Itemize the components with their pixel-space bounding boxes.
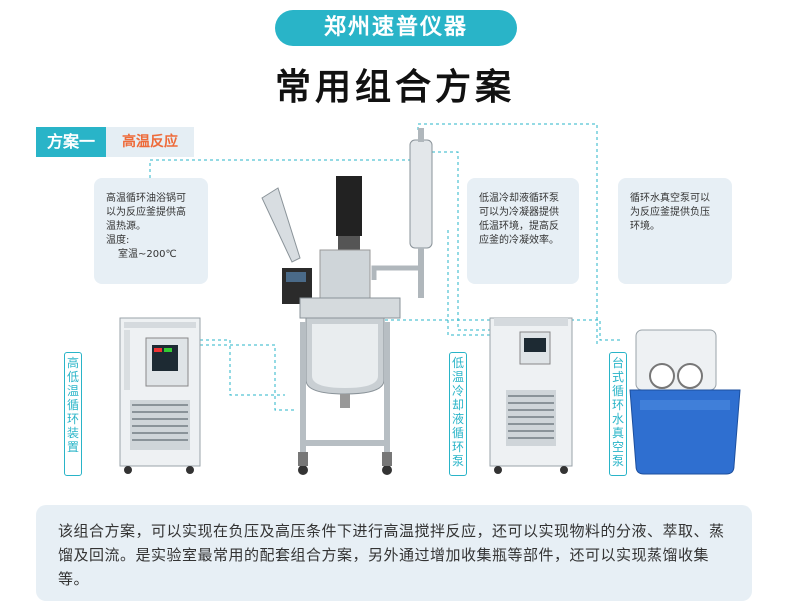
info-line: 循环水真空泵可以 <box>630 193 710 204</box>
brand-pill: 郑州速普仪器 <box>275 10 517 46</box>
label-char: 低 <box>66 370 79 384</box>
connector-line <box>447 230 492 336</box>
info-line: 环境。 <box>630 221 660 232</box>
label-char: 水 <box>611 412 624 426</box>
label-char: 泵 <box>611 454 624 468</box>
cooling-pump-device <box>489 317 573 474</box>
label-char: 环 <box>451 440 464 454</box>
info-line: 温度: <box>106 235 130 246</box>
label-char: 置 <box>66 440 79 454</box>
label-char: 循 <box>66 398 79 412</box>
scheme-tab[interactable]: 方案一 <box>36 127 106 157</box>
label-char: 空 <box>611 440 624 454</box>
label-vacuum-pump: 台 式 循 环 水 真 空 泵 <box>609 352 627 476</box>
info-box-circulator: 高温循环油浴锅可 以为反应釜提供高 温热源。 温度: 室温~200℃ <box>94 178 208 284</box>
label-char: 环 <box>611 398 624 412</box>
label-char: 低 <box>451 356 464 370</box>
connector-line <box>149 159 410 178</box>
vacuum-pump-device <box>629 329 741 475</box>
connector-line <box>200 344 295 411</box>
info-box-cooling-pump: 低温冷却液循环泵 可以为冷凝器提供 低温环境，提高反 应釜的冷凝效率。 <box>467 178 579 284</box>
label-char: 温 <box>451 370 464 384</box>
page-title: 常用组合方案 <box>274 67 515 108</box>
label-char: 高 <box>66 356 79 370</box>
info-box-vacuum-pump: 循环水真空泵可以 为反应釜提供负压 环境。 <box>618 178 732 284</box>
label-char: 式 <box>611 370 624 384</box>
label-char: 温 <box>66 384 79 398</box>
label-char: 液 <box>451 412 464 426</box>
info-line: 温热源。 <box>106 221 146 232</box>
description-box: 该组合方案，可以实现在负压及高压条件下进行高温搅拌反应，还可以实现物料的分液、萃… <box>36 505 752 601</box>
connector-line <box>200 339 285 396</box>
scheme-subtitle: 高温反应 <box>106 127 194 157</box>
connector-line <box>432 151 490 331</box>
info-line: 以为反应釜提供高 <box>106 207 186 218</box>
label-char: 台 <box>611 356 624 370</box>
label-char: 循 <box>611 384 624 398</box>
condenser-device <box>371 128 433 298</box>
label-char: 真 <box>611 426 624 440</box>
label-char: 循 <box>451 426 464 440</box>
label-char: 泵 <box>451 454 464 468</box>
connector-line <box>369 305 620 341</box>
circulator-device <box>119 317 201 474</box>
info-line: 为反应釜提供负压 <box>630 207 710 218</box>
info-line: 低温环境，提高反 <box>479 221 559 232</box>
info-line: 可以为冷凝器提供 <box>479 207 559 218</box>
label-char: 冷 <box>451 384 464 398</box>
label-cooling-pump: 低 温 冷 却 液 循 环 泵 <box>449 352 467 476</box>
info-line: 室温~200℃ <box>118 249 177 260</box>
info-line: 高温循环油浴锅可 <box>106 193 186 204</box>
reactor-device <box>261 176 401 475</box>
info-line: 应釜的冷凝效率。 <box>479 235 559 246</box>
info-line: 低温冷却液循环泵 <box>479 193 559 204</box>
label-char: 装 <box>66 426 79 440</box>
label-char: 环 <box>66 412 79 426</box>
label-circulator: 高 低 温 循 环 装 置 <box>64 352 82 476</box>
label-char: 却 <box>451 398 464 412</box>
